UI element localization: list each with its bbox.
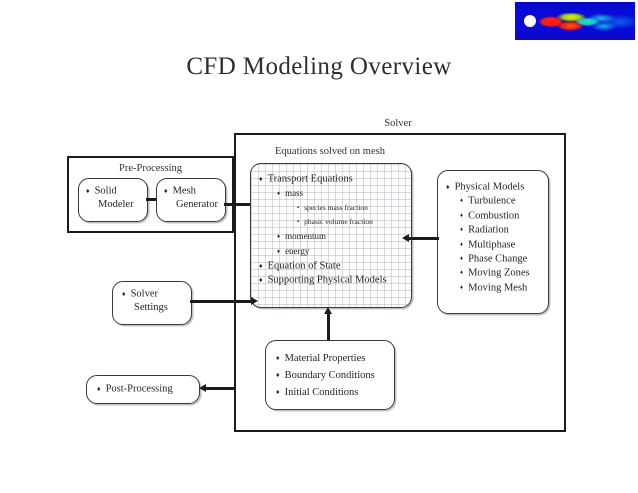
physical-models-item: Physical Models xyxy=(446,180,548,194)
solver-settings-box[interactable]: Solver Settings xyxy=(112,281,192,325)
physical-models-list: Physical Models Turbulence Combustion Ra… xyxy=(438,171,548,295)
physical-models-item: Combustion xyxy=(460,209,548,223)
equations-item: Equation of State xyxy=(259,259,411,273)
solver-container-label: Solver xyxy=(384,118,412,129)
solver-inputs-item: Boundary Conditions xyxy=(276,367,394,384)
solver-inputs-list: Material Properties Boundary Conditions … xyxy=(266,341,394,401)
arrow-solver-to-post-head xyxy=(199,383,206,392)
equations-item: momentum xyxy=(277,229,411,244)
arrow-settings-to-solver-head xyxy=(251,296,258,305)
equations-item: mass xyxy=(277,186,411,201)
solid-modeler-box[interactable]: Solid Modeler xyxy=(78,178,148,222)
arrow-solver-to-post-line xyxy=(206,387,236,390)
solver-inputs-box[interactable]: Material Properties Boundary Conditions … xyxy=(265,340,395,410)
physical-models-item: Phase Change xyxy=(460,252,548,266)
equations-list: Transport Equations mass species mass fr… xyxy=(251,164,411,288)
logo-shading-overlay xyxy=(515,2,635,40)
arrow-settings-to-solver-line xyxy=(190,300,252,303)
postprocessing-box[interactable]: Post-Processing xyxy=(86,375,200,404)
solver-inputs-item: Material Properties xyxy=(276,350,394,367)
mesh-generator-line-1: Mesh xyxy=(164,184,225,198)
physical-models-item: Radiation xyxy=(460,223,548,237)
postprocessing-label: Post-Processing xyxy=(97,382,199,396)
physical-models-box[interactable]: Physical Models Turbulence Combustion Ra… xyxy=(437,170,549,314)
solid-modeler-line-1: Solid xyxy=(86,184,147,198)
arrow-inputs-to-equations-head xyxy=(324,307,332,314)
equations-box[interactable]: Transport Equations mass species mass fr… xyxy=(250,163,412,308)
arrow-inputs-to-equations-line xyxy=(327,312,330,340)
solid-modeler-line-2: Modeler xyxy=(98,199,134,211)
equations-caption: Equations solved on mesh xyxy=(275,146,385,157)
cfd-vortex-shedding-logo xyxy=(515,2,635,40)
mesh-generator-box[interactable]: Mesh Generator xyxy=(156,178,226,222)
solver-inputs-item: Initial Conditions xyxy=(276,384,394,401)
equations-item: Transport Equations xyxy=(259,172,411,186)
equations-item: species mass fraction xyxy=(297,201,411,215)
solver-settings-line-2: Settings xyxy=(134,302,168,314)
arrow-models-to-equations-head xyxy=(402,233,409,242)
equations-item: Supporting Physical Models xyxy=(259,273,411,287)
arrow-solid-to-mesh-line xyxy=(146,198,158,201)
physical-models-item: Turbulence xyxy=(460,194,548,208)
physical-models-item: Moving Mesh xyxy=(460,281,548,295)
preprocessing-label: Pre-Processing xyxy=(119,163,182,174)
equations-item: phasic volume fraction xyxy=(297,215,411,229)
physical-models-item: Multiphase xyxy=(460,238,548,252)
equations-item: energy xyxy=(277,244,411,259)
physical-models-item: Moving Zones xyxy=(460,266,548,280)
mesh-generator-line-2: Generator xyxy=(176,199,218,211)
arrow-pre-to-solver-line xyxy=(224,203,252,206)
page-title: CFD Modeling Overview xyxy=(186,53,452,80)
arrow-models-to-equations-line xyxy=(408,237,439,240)
solver-settings-line-1: Solver xyxy=(122,287,191,301)
